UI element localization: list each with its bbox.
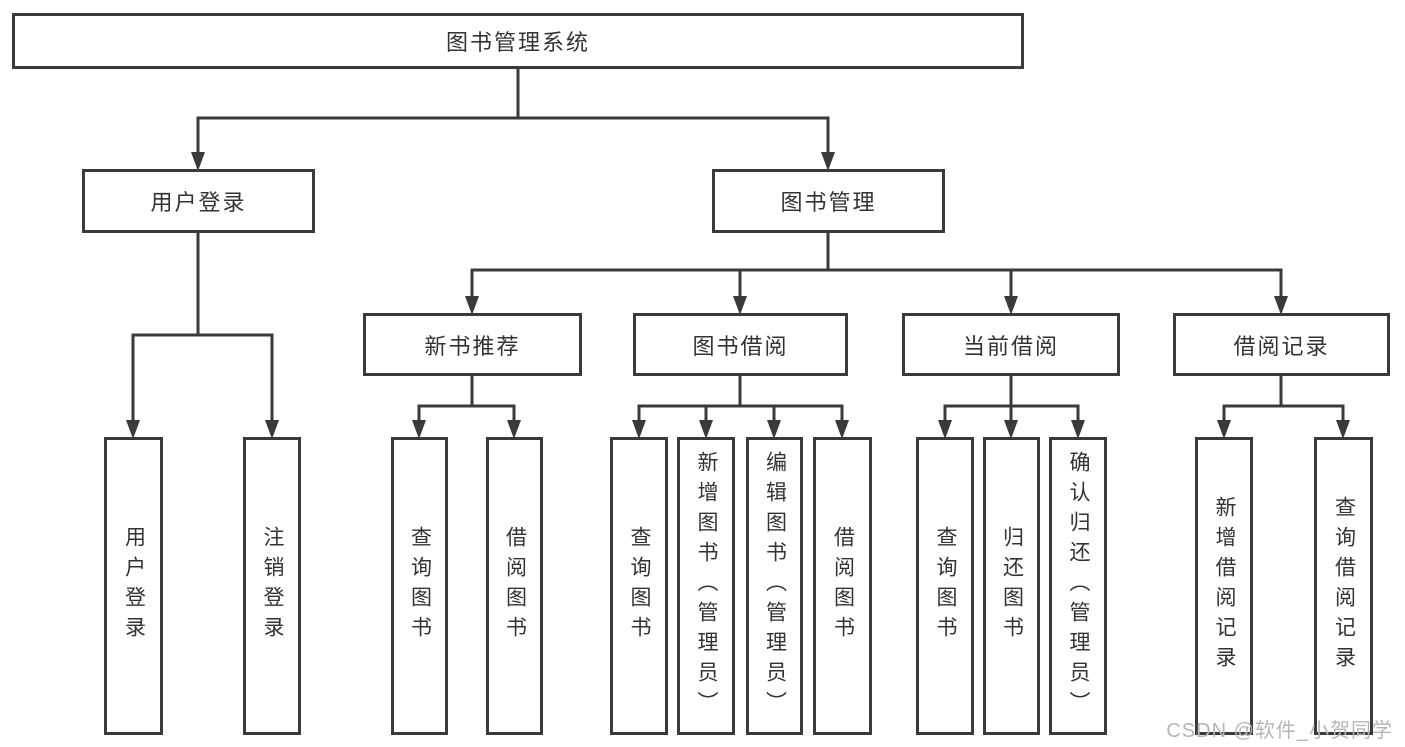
connector-newbooks-to-leaves — [412, 376, 521, 439]
leaf-query-books-3: 查询图书 — [916, 437, 974, 735]
arrow-down-icon — [1004, 420, 1018, 439]
arrow-down-icon — [126, 420, 140, 439]
arrow-down-icon — [1274, 296, 1288, 315]
node-label: 借阅图书 — [503, 526, 527, 646]
arrow-down-icon — [699, 420, 713, 439]
connector-bookborrow-to-leaves — [632, 376, 849, 439]
node-label: 查询图书 — [934, 526, 957, 646]
connector-bookmgmt-to-level3 — [465, 233, 1288, 315]
leaf-confirm-return-admin: 确认归还（管理员） — [1049, 437, 1107, 735]
node-label: 查询图书 — [408, 526, 432, 646]
node-user-login: 用户登录 — [82, 169, 315, 233]
node-label: 编辑图书（管理员） — [763, 451, 787, 721]
arrow-down-icon — [412, 420, 426, 439]
node-label: 新增借阅记录 — [1213, 496, 1236, 676]
node-book-borrowing: 图书借阅 — [633, 313, 848, 376]
arrow-down-icon — [265, 420, 279, 439]
arrow-down-icon — [1004, 296, 1018, 315]
arrow-down-icon — [1217, 420, 1231, 439]
node-label: 借阅记录 — [1233, 333, 1330, 359]
arrow-down-icon — [938, 420, 952, 439]
node-label: 查询图书 — [628, 526, 651, 646]
node-label: 新增图书（管理员） — [695, 451, 718, 721]
leaf-borrow-books-2: 借阅图书 — [813, 437, 872, 735]
node-label: 用户登录 — [122, 526, 146, 646]
arrow-down-icon — [1336, 420, 1350, 439]
node-label: 图书管理 — [780, 190, 877, 215]
node-label: 图书管理系统 — [445, 30, 590, 55]
csdn-watermark: CSDN @软件_小贺同学 — [1166, 720, 1393, 742]
arrow-down-icon — [835, 420, 849, 439]
leaf-query-books-2: 查询图书 — [610, 437, 668, 735]
leaf-borrow-books-1: 借阅图书 — [486, 437, 543, 735]
node-label: 查询借阅记录 — [1332, 496, 1356, 676]
node-label: 确认归还（管理员） — [1067, 451, 1090, 721]
leaf-add-borrow-record: 新增借阅记录 — [1195, 437, 1253, 735]
arrow-down-icon — [507, 420, 521, 439]
arrow-down-icon — [465, 296, 479, 315]
connector-borrowrecords-to-leaves — [1217, 376, 1350, 439]
arrow-down-icon — [632, 420, 646, 439]
node-new-book-recommendation: 新书推荐 — [363, 313, 582, 376]
node-label: 借阅图书 — [831, 526, 855, 646]
leaf-user-login: 用户登录 — [104, 437, 163, 735]
node-label: 当前借阅 — [962, 333, 1059, 359]
leaf-edit-books-admin: 编辑图书（管理员） — [746, 437, 803, 735]
connector-root-to-level2 — [191, 69, 835, 171]
leaf-add-books-admin: 新增图书（管理员） — [677, 437, 735, 735]
node-book-management: 图书管理 — [712, 169, 945, 233]
arrow-down-icon — [1071, 420, 1085, 439]
node-label: 用户登录 — [150, 190, 247, 215]
leaf-query-books-1: 查询图书 — [391, 437, 448, 735]
connector-userlogin-to-leaves — [126, 233, 279, 439]
node-label: 注销登录 — [261, 526, 284, 646]
leaf-logout: 注销登录 — [243, 437, 301, 735]
node-label: 图书借阅 — [692, 333, 789, 359]
connector-currentborrow-to-leaves — [938, 376, 1085, 439]
leaf-query-borrow-record: 查询借阅记录 — [1314, 437, 1373, 735]
leaf-return-books: 归还图书 — [983, 437, 1040, 735]
node-label: 归还图书 — [1000, 526, 1024, 646]
node-library-management-system: 图书管理系统 — [12, 13, 1024, 69]
arrow-down-icon — [821, 152, 835, 171]
node-borrowing-records: 借阅记录 — [1173, 313, 1390, 376]
arrow-down-icon — [191, 152, 205, 171]
node-label: 新书推荐 — [424, 333, 521, 359]
arrow-down-icon — [767, 420, 781, 439]
arrow-down-icon — [733, 296, 747, 315]
node-current-borrowing: 当前借阅 — [902, 313, 1120, 376]
